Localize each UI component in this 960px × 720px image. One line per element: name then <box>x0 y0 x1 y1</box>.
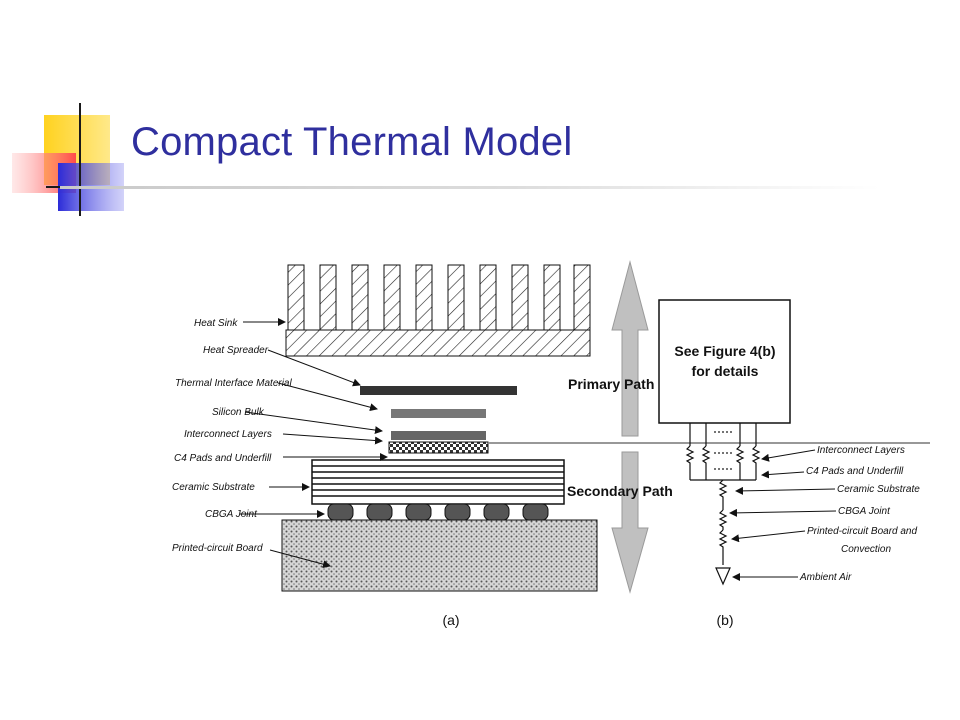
box-text-line1: See Figure 4(b) <box>674 343 775 359</box>
title-underline <box>60 186 880 189</box>
heat-sink <box>285 264 591 357</box>
resistor-dots <box>714 431 732 470</box>
label-cbga-joint: CBGA Joint <box>205 509 258 520</box>
right-label-ceramic-substrate: Ceramic Substrate <box>837 484 920 495</box>
right-label-interconnect-layers: Interconnect Layers <box>817 445 905 456</box>
primary-path-label: Primary Path <box>568 376 654 392</box>
printed-circuit-board <box>281 519 598 592</box>
cbga-joints <box>327 503 549 521</box>
right-label-convection: Convection <box>841 544 891 555</box>
detail-box <box>658 299 791 424</box>
label-interconnect-layers: Interconnect Layers <box>184 429 272 440</box>
box-text-line2: for details <box>692 363 759 379</box>
label-printed-circuit-board: Printed-circuit Board <box>172 543 263 554</box>
right-label-printed-circuit-board-and: Printed-circuit Board and <box>807 526 917 537</box>
label-silicon-bulk: Silicon Bulk <box>212 407 265 418</box>
resistor-network <box>685 423 761 586</box>
label-heat-spreader: Heat Spreader <box>203 345 269 356</box>
right-label-c4-pads-and-underfill: C4 Pads and Underfill <box>806 466 904 477</box>
thermal-interface-material-layer <box>360 386 517 395</box>
label-heat-sink: Heat Sink <box>194 318 238 329</box>
ceramic-substrate <box>311 459 565 505</box>
primary-path-arrow <box>611 260 649 437</box>
caption-b: (b) <box>716 612 733 628</box>
c4-pads-layer <box>388 441 489 454</box>
secondary-path-arrow <box>611 451 649 594</box>
label-ceramic-substrate: Ceramic Substrate <box>172 482 255 493</box>
silicon-bulk-layer <box>391 409 486 418</box>
right-label-ambient-air: Ambient Air <box>799 572 852 583</box>
right-label-cbga-joint: CBGA Joint <box>838 506 891 517</box>
label-c4-pads-and-underfill: C4 Pads and Underfill <box>174 453 272 464</box>
caption-a: (a) <box>442 612 459 628</box>
slide-title: Compact Thermal Model <box>131 120 573 164</box>
label-thermal-interface-material: Thermal Interface Material <box>175 378 292 389</box>
interconnect-layers-layer <box>391 431 486 440</box>
left-label-arrows <box>240 318 388 569</box>
right-label-arrows <box>729 449 837 581</box>
secondary-path-label: Secondary Path <box>567 483 673 499</box>
